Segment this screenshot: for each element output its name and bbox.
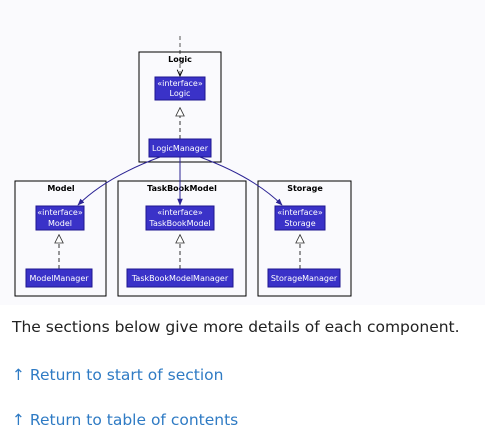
component-details-text: The sections below give more details of … bbox=[12, 318, 460, 336]
storage-manager-label: StorageManager bbox=[271, 274, 338, 283]
model-package-title: Model bbox=[47, 184, 75, 193]
storage-interface-name: Storage bbox=[284, 219, 315, 228]
logic-interface-stereotype: «interface» bbox=[157, 79, 203, 88]
model-package bbox=[14, 180, 107, 297]
logic-to-model-arrow bbox=[77, 156, 161, 206]
taskbook-manager-class[interactable]: TaskBookModelManager bbox=[126, 268, 234, 288]
model-manager-label: ModelManager bbox=[29, 274, 89, 283]
architecture-diagram: Logic Model TaskBookModel Storage «inter… bbox=[14, 36, 352, 297]
storage-interface-stereotype: «interface» bbox=[277, 208, 323, 217]
model-interface-name: Model bbox=[48, 219, 72, 228]
diagram-panel bbox=[0, 0, 485, 305]
storage-package bbox=[257, 180, 352, 297]
logic-manager-label: LogicManager bbox=[152, 144, 209, 153]
taskbook-interface-name: TaskBookModel bbox=[148, 219, 210, 228]
logic-interface-name: Logic bbox=[170, 89, 191, 98]
taskbook-package bbox=[117, 180, 247, 297]
model-interface-stereotype: «interface» bbox=[37, 208, 83, 217]
return-to-section-link[interactable]: ↑ Return to start of section bbox=[12, 366, 224, 384]
logic-to-storage-arrow bbox=[199, 156, 283, 206]
taskbook-manager-label: TaskBookModelManager bbox=[131, 274, 229, 283]
taskbook-interface-stereotype: «interface» bbox=[157, 208, 203, 217]
taskbook-package-title: TaskBookModel bbox=[147, 184, 217, 193]
model-manager-class[interactable]: ModelManager bbox=[25, 268, 93, 288]
storage-manager-class[interactable]: StorageManager bbox=[267, 268, 341, 288]
return-to-contents-link[interactable]: ↑ Return to table of contents bbox=[12, 411, 239, 429]
taskbook-interface-class[interactable]: «interface» TaskBookModel bbox=[145, 205, 215, 231]
logic-package-title: Logic bbox=[168, 55, 192, 64]
storage-interface-class[interactable]: «interface» Storage bbox=[274, 205, 326, 231]
model-interface-class[interactable]: «interface» Model bbox=[35, 205, 85, 231]
storage-package-title: Storage bbox=[287, 184, 323, 193]
logic-manager-class[interactable]: LogicManager bbox=[148, 138, 212, 158]
logic-interface-class[interactable]: «interface» Logic bbox=[154, 76, 206, 101]
